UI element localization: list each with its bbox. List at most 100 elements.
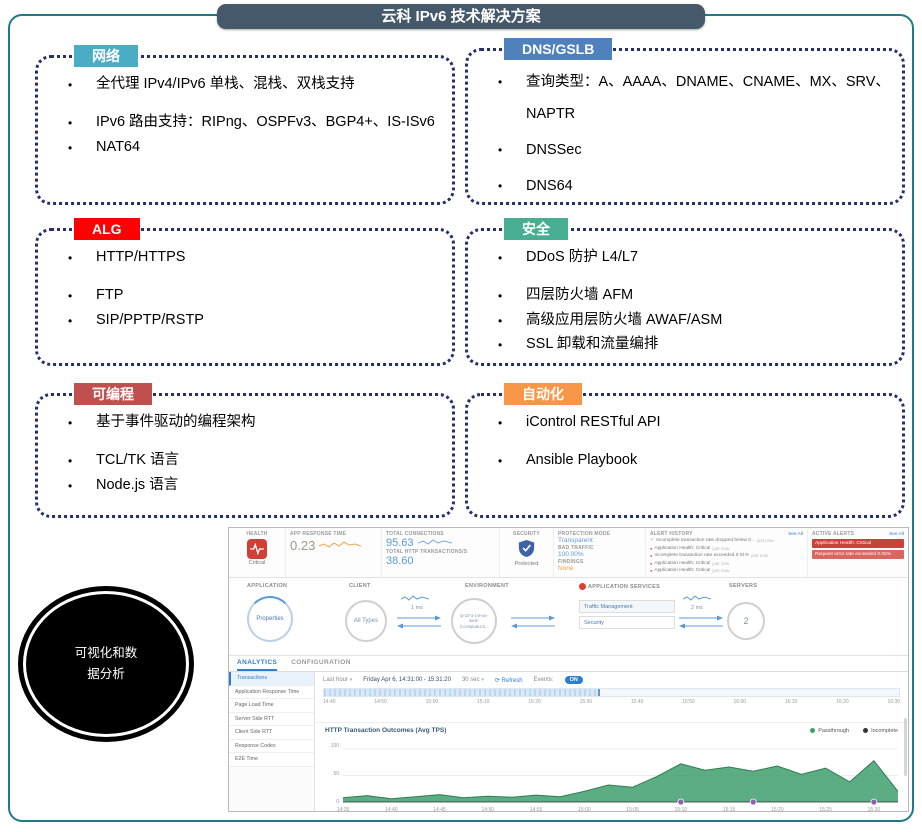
bullet-item: •DNS64: [498, 177, 573, 194]
bullet-item: •DNSSec: [498, 141, 582, 158]
legend-item[interactable]: Incomplete: [863, 728, 898, 734]
servers-node[interactable]: 2: [727, 602, 765, 640]
x-tick-label: 15:15: [722, 807, 736, 813]
scrollbar[interactable]: [904, 718, 907, 776]
art-value: 0.23: [290, 537, 316, 553]
interval-dropdown[interactable]: 30 sec ▾: [461, 677, 484, 683]
timeline-tick: 15:40: [630, 699, 644, 705]
environment-column-label: ENVIRONMENT: [465, 583, 509, 589]
bullet-item: •NAT64: [68, 138, 141, 155]
legend-dot-icon: [863, 728, 869, 733]
http-label: TOTAL HTTP TRANSACTIONS/S: [386, 549, 468, 555]
kpi-app-response-time: APP RESPONSE TIME 0.23: [285, 528, 381, 577]
analytics-main: Last hour ▾ Friday Apr 6, 14:31:00 - 15:…: [315, 672, 908, 813]
chart-plot-area: [343, 743, 898, 805]
feature-box-dns-gslb: DNS/GSLB •查询类型：A、AAAA、DNAME、CNAME、MX、SRV…: [465, 38, 905, 205]
security-label: SECURITY: [513, 531, 540, 537]
timeline-tick: 14:40: [323, 699, 336, 705]
timeline-selection[interactable]: [324, 689, 600, 696]
feature-box-security: 安全 •DDoS 防护 L4/L7•四层防火墙 AFM•高级应用层防火墙 AWA…: [465, 218, 905, 366]
event-marker-icon[interactable]: [749, 798, 757, 805]
tab-configuration[interactable]: CONFIGURATION: [291, 659, 351, 666]
x-tick-label: 15:25: [819, 807, 832, 813]
client-sparkline-icon: [400, 594, 430, 605]
legend-dot-icon: [810, 728, 816, 733]
active-alerts-see-all-link[interactable]: See All: [889, 531, 904, 537]
sidebar-item[interactable]: E2E Time: [229, 753, 314, 767]
kpi-strip: HEALTH Critical APP RESPONSE TIME 0.23 T…: [229, 528, 908, 578]
client-env-arrows-icon: [397, 614, 441, 632]
health-label: HEALTH: [246, 531, 268, 537]
bullet-item: •HTTP/HTTPS: [68, 249, 186, 265]
shield-icon: [504, 539, 549, 560]
kpi-security: SECURITY Protected: [499, 528, 553, 577]
bullet-list: •基于事件驱动的编程架构•TCL/TK 语言•Node.js 语言: [38, 396, 452, 496]
art-sparkline-icon: [319, 537, 362, 553]
client-node[interactable]: All Types: [345, 600, 387, 642]
x-tick-label: 14:45: [433, 807, 446, 813]
sidebar-item[interactable]: Client Side RTT: [229, 726, 314, 740]
chart-title: HTTP Transaction Outcomes (Avg TPS): [325, 727, 447, 734]
x-tick-label: 15:00: [578, 807, 591, 813]
bullet-list: •全代理 IPv4/IPv6 单栈、混栈、双栈支持•IPv6 路由支持：RIPn…: [38, 58, 452, 158]
sidebar-item[interactable]: Transactions: [229, 672, 314, 686]
protection-mode-value: Transparent: [558, 537, 593, 544]
timeline-tick: 15:30: [579, 699, 593, 705]
active-alert: Application Health: Critical: [812, 539, 904, 548]
topology-strip: APPLICATION CLIENT ENVIRONMENT APPLICATI…: [229, 578, 908, 656]
legend-item[interactable]: Passthrough: [810, 728, 849, 734]
x-tick-label: 15:30: [867, 807, 881, 813]
client-column-label: CLIENT: [349, 583, 371, 589]
connections-label: TOTAL CONNECTIONS: [386, 531, 444, 537]
timeline-tick: 14:50: [374, 699, 387, 705]
bullet-item: •Node.js 语言: [68, 476, 179, 493]
connections-value: 95.63: [386, 537, 414, 549]
x-tick-label: 15:10: [674, 807, 688, 813]
tab-bar: ANALYTICS CONFIGURATION: [229, 656, 908, 672]
sidebar-item[interactable]: Page Load Time: [229, 699, 314, 713]
servers-column-label: SERVERS: [729, 583, 758, 589]
x-tick-label: 14:35: [336, 807, 350, 813]
feature-tab-automation: 自动化: [504, 383, 582, 405]
kpi-connections: TOTAL CONNECTIONS 95.63 TOTAL HTTP TRANS…: [381, 528, 499, 577]
environment-node[interactable]: ip-10-1-1-8-us-west-2.compute.int...: [451, 598, 497, 644]
event-marker-icon[interactable]: [677, 798, 685, 805]
refresh-button[interactable]: ⟳ Refresh: [494, 677, 523, 684]
http-value: 38.60: [386, 555, 414, 567]
callout-text: 可视化和数据分析: [74, 645, 138, 681]
bad-traffic-label: BAD TRAFFIC: [558, 545, 594, 551]
refresh-icon: ⟳: [494, 677, 500, 684]
feature-box-automation: 自动化 •iControl RESTful API•Ansible Playbo…: [465, 383, 905, 518]
x-tick-label: 14:40: [384, 807, 398, 813]
sidebar-item[interactable]: Server Side RTT: [229, 712, 314, 726]
alert-history-panel: ALERT HISTORY See All ✓Incomplete transa…: [645, 528, 807, 577]
alert-history-see-all-link[interactable]: See All: [788, 531, 803, 537]
services-servers-arrows-icon: [679, 614, 723, 632]
timeline-tick: 15:50: [682, 699, 695, 705]
bullet-item: •DDoS 防护 L4/L7: [498, 249, 639, 265]
time-range-dropdown[interactable]: Last hour ▾: [323, 677, 353, 683]
bullet-list: •查询类型：A、AAAA、DNAME、CNAME、MX、SRV、NAPTR•DN…: [468, 51, 902, 203]
service-item[interactable]: Security: [579, 616, 675, 629]
service-item[interactable]: Traffic Management: [579, 600, 675, 613]
application-properties-node[interactable]: Properties: [247, 596, 293, 642]
events-toggle[interactable]: ON: [564, 676, 583, 684]
feature-tab-network: 网络: [74, 45, 138, 67]
analytics-dashboard-screenshot: HEALTH Critical APP RESPONSE TIME 0.23 T…: [228, 527, 909, 813]
bullet-list: •iControl RESTful API•Ansible Playbook: [468, 396, 902, 472]
event-marker-icon[interactable]: [870, 798, 878, 805]
tab-analytics[interactable]: ANALYTICS: [237, 656, 278, 671]
chevron-down-icon: ▾: [481, 677, 484, 683]
bullet-item: •FTP: [68, 286, 124, 303]
timeline-band[interactable]: [323, 688, 900, 697]
timeline-tick: 16:00: [733, 699, 747, 705]
alert-dot-icon: ●: [650, 568, 653, 574]
findings-label: FINDINGS: [558, 559, 584, 565]
bullet-item: •四层防火墙 AFM: [498, 286, 634, 303]
sidebar-item[interactable]: Response Codes: [229, 739, 314, 753]
sidebar-item[interactable]: Application Response Time: [229, 685, 314, 699]
